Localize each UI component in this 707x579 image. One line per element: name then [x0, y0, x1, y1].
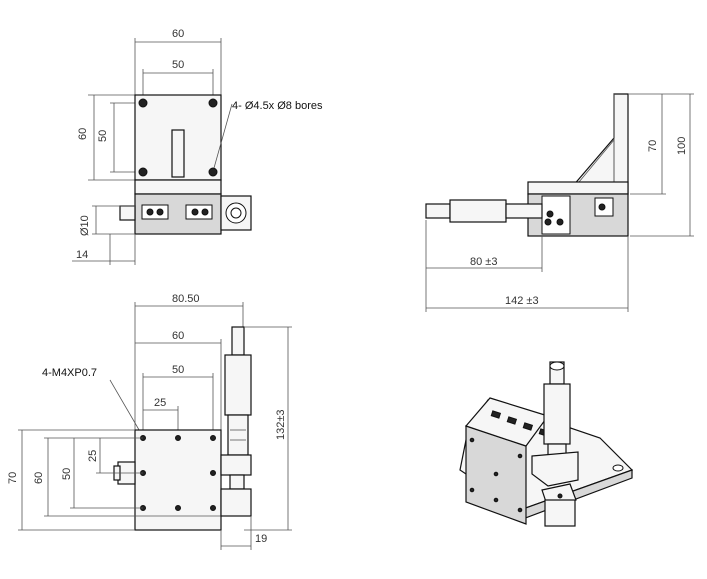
micrometer-thimble-end — [425, 203, 451, 219]
side-knob — [119, 205, 136, 221]
screw — [191, 208, 199, 216]
dim-top-height-50: 50 — [97, 130, 109, 142]
micrometer-spindle — [229, 474, 245, 490]
carriage-block — [185, 204, 213, 220]
screw — [546, 210, 554, 218]
dim-width-80-50: 80.50 — [172, 293, 200, 305]
dim-height-70: 70 — [7, 472, 19, 484]
screw — [146, 208, 154, 216]
top-left-view: 60 50 60 50 4- Ø4.5x Ø8 bores — [72, 28, 323, 265]
angle-bracket — [564, 93, 629, 195]
dim-top-width-50: 50 — [172, 59, 184, 71]
tapped-hole — [210, 505, 216, 511]
iso-end-block — [544, 499, 576, 527]
dim-width-19: 19 — [255, 533, 267, 545]
micrometer-core — [230, 207, 242, 219]
top-right-view: 70 100 80 ±3 142 ±3 — [425, 93, 694, 312]
bore-hole — [138, 98, 148, 108]
stage-end-block — [220, 488, 252, 517]
tapped-hole — [210, 470, 216, 476]
iso-micrometer-thimble — [543, 383, 571, 445]
micrometer-thimble — [224, 354, 252, 416]
iso-mount — [531, 451, 579, 487]
bore-hole — [138, 167, 148, 177]
screw — [556, 218, 564, 226]
dim-height-25: 25 — [87, 450, 99, 462]
dim-top-width-60: 60 — [172, 28, 184, 40]
stage-top — [527, 181, 629, 195]
tapped-note: 4-M4XP0.7 — [42, 367, 97, 379]
screw — [201, 208, 209, 216]
screw — [598, 203, 606, 211]
dim-height-70: 70 — [647, 140, 659, 152]
dim-width-25: 25 — [154, 397, 166, 409]
bores-note: 4- Ø4.5x Ø8 bores — [232, 100, 323, 112]
dim-length-80: 80 ±3 — [470, 256, 497, 268]
tapped-hole — [175, 505, 181, 511]
dim-width-50: 50 — [172, 364, 184, 376]
side-carriage — [541, 195, 571, 235]
micrometer-thimble — [449, 199, 507, 223]
iso-hole — [612, 464, 624, 472]
micrometer-mount — [220, 454, 252, 476]
bore-hole — [208, 98, 218, 108]
center-slot — [171, 129, 185, 178]
isometric-view — [459, 361, 634, 527]
dim-height-60: 60 — [33, 472, 45, 484]
tapped-hole — [175, 435, 181, 441]
screw — [156, 208, 164, 216]
bore-hole — [208, 167, 218, 177]
screw — [544, 218, 552, 226]
carriage-block — [141, 204, 169, 220]
micrometer-cap — [231, 326, 245, 356]
plate-top-view — [134, 429, 222, 531]
stage-rail — [134, 179, 222, 195]
micrometer-barrel — [227, 414, 249, 456]
dim-top-height-60: 60 — [77, 128, 89, 140]
dim-height-100: 100 — [676, 137, 688, 155]
tapped-hole — [210, 435, 216, 441]
bottom-left-view: 80.50 60 50 25 4-M4XP0.7 — [7, 293, 292, 550]
dim-length-142: 142 ±3 — [505, 295, 539, 307]
dim-height-50: 50 — [61, 468, 73, 480]
dim-height-132: 132±3 — [275, 409, 287, 440]
dim-width-60: 60 — [172, 330, 184, 342]
micrometer-barrel — [505, 203, 543, 219]
dim-diameter-10: Ø10 — [79, 215, 91, 236]
dim-offset-14: 14 — [76, 249, 88, 261]
